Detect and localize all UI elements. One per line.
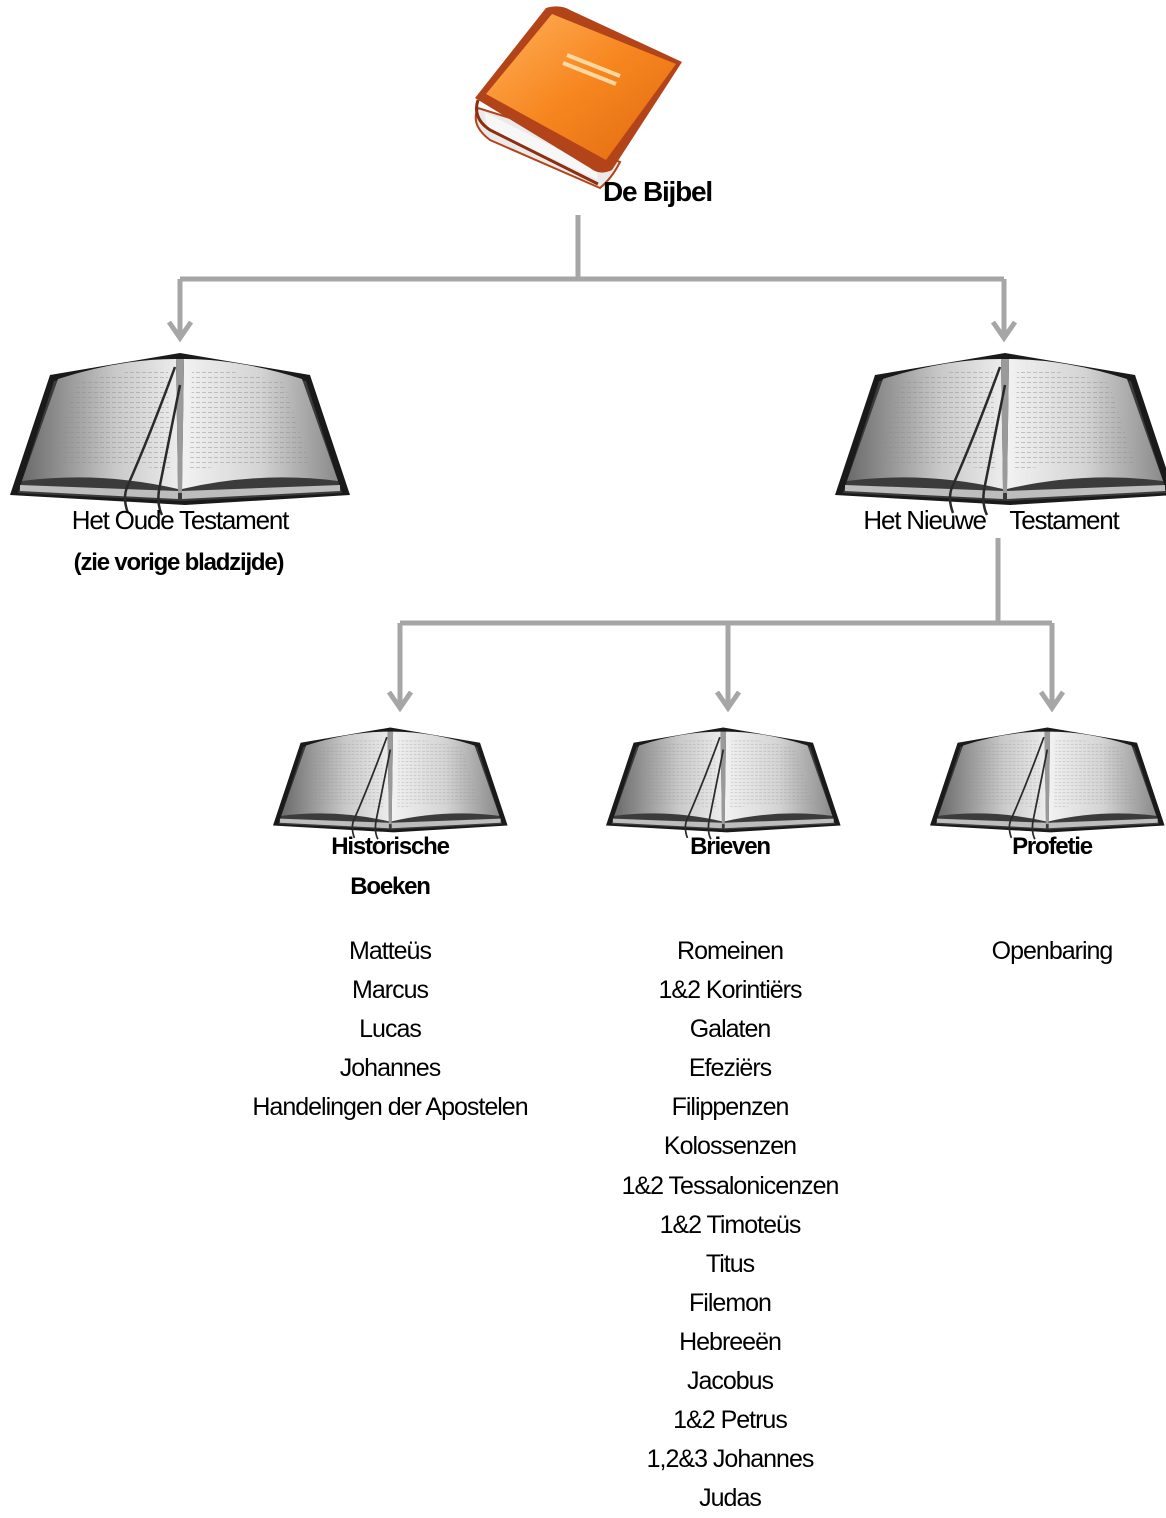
book-name: Handelingen der Apostelen bbox=[252, 1093, 528, 1122]
book-list-historische: Matteüs Marcus Lucas Johannes Handelinge… bbox=[190, 932, 590, 1127]
open-book-icon bbox=[833, 351, 1166, 517]
book-name: Marcus bbox=[352, 976, 429, 1005]
book-name: 1,2&3 Johannes bbox=[646, 1445, 815, 1474]
book-name: Johannes bbox=[339, 1054, 441, 1083]
book-name: Matteüs bbox=[349, 937, 432, 965]
book-name: Filemon bbox=[689, 1288, 772, 1317]
section-label-brieven: Brieven bbox=[690, 833, 771, 860]
connector-lines bbox=[166, 215, 1066, 713]
book-name: Openbaring bbox=[991, 937, 1114, 965]
open-book-icon bbox=[8, 351, 352, 517]
bible-book-icon bbox=[474, 6, 682, 190]
book-name: Efeziërs bbox=[688, 1054, 772, 1083]
root-label: De Bijbel bbox=[602, 176, 713, 207]
section-label-line: Boeken bbox=[350, 873, 431, 900]
book-name: Titus bbox=[705, 1249, 755, 1278]
book-name: Hebreeën bbox=[679, 1327, 782, 1356]
open-book-icon bbox=[929, 726, 1166, 841]
book-name: Galaten bbox=[689, 1015, 772, 1044]
book-name: Filippenzen bbox=[671, 1093, 790, 1122]
section-label-historische: Historische Boeken bbox=[290, 827, 490, 907]
book-list-brieven: Romeinen 1&2 Korintiërs Galaten Efeziërs… bbox=[560, 932, 900, 1518]
old-testament-note: (zie vorige bladzijde) bbox=[73, 549, 285, 576]
book-name: Kolossenzen bbox=[663, 1132, 797, 1161]
book-name: Judas bbox=[699, 1484, 762, 1513]
open-book-icon bbox=[272, 726, 509, 841]
book-name: Lucas bbox=[359, 1015, 422, 1044]
book-name: Jacobus bbox=[686, 1367, 774, 1396]
book-list-profetie: Openbaring bbox=[952, 932, 1152, 971]
open-book-icon bbox=[605, 726, 842, 841]
new-testament-label: Het Nieuwe Testament bbox=[863, 505, 1119, 535]
book-name: 1&2 Timoteüs bbox=[659, 1210, 802, 1239]
section-label-line: Historische bbox=[331, 833, 450, 860]
book-name: Romeinen bbox=[677, 937, 784, 965]
section-label-profetie: Profetie bbox=[1012, 833, 1093, 860]
book-name: 1&2 Korintiërs bbox=[658, 976, 802, 1005]
book-name: 1&2 Tessalonicenzen bbox=[621, 1171, 840, 1200]
book-name: 1&2 Petrus bbox=[673, 1406, 788, 1435]
old-testament-label: Het Oude Testament bbox=[71, 505, 290, 535]
